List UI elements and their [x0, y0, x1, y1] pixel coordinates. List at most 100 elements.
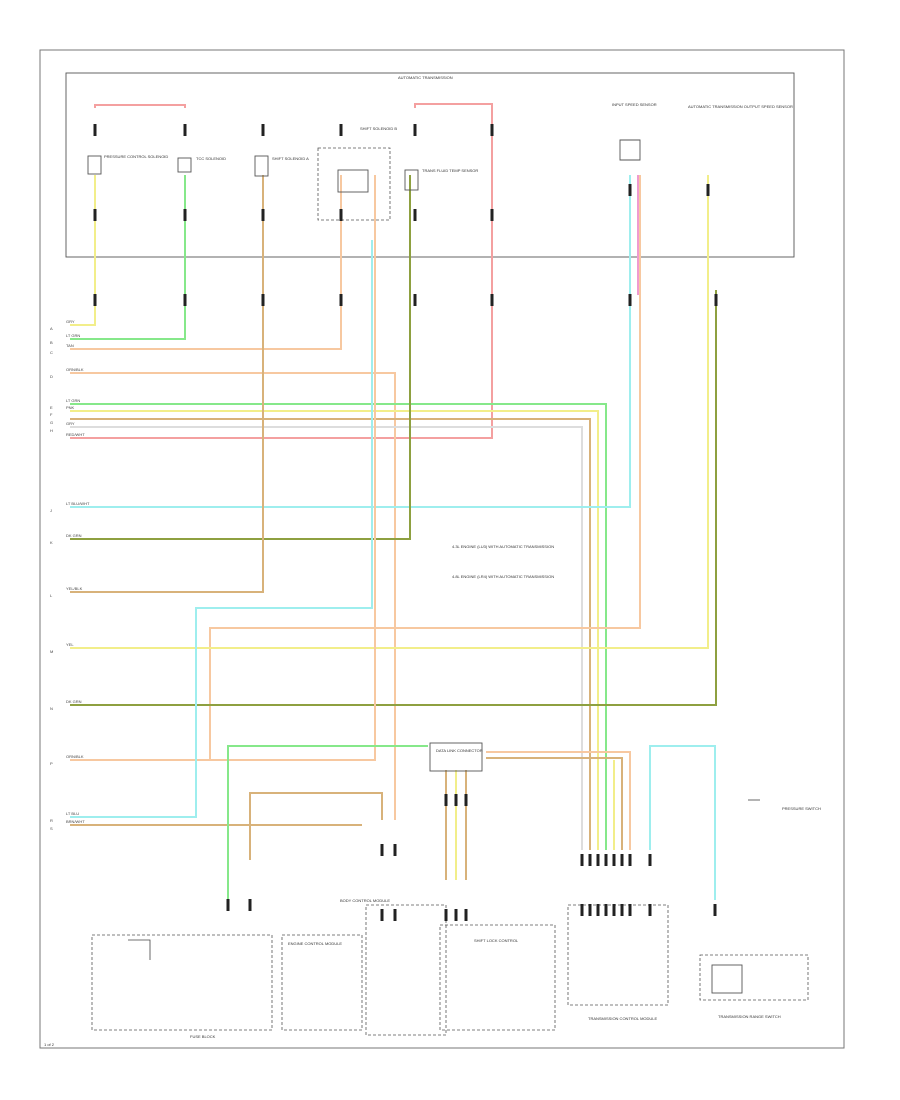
wire-connector: [596, 854, 600, 866]
wire-connector: [648, 904, 652, 916]
wire-connector: [454, 909, 458, 921]
wire-connector: [261, 209, 265, 221]
wire-ltgrn-1: [70, 175, 186, 340]
svg-text:FUSE BLOCK: FUSE BLOCK: [190, 1034, 216, 1039]
wire-label-w2: LT GRN: [66, 333, 80, 338]
wire-connector: [464, 794, 468, 806]
wire-connector: [490, 294, 494, 306]
wire-cyan-center: [70, 240, 373, 818]
wire-connector: [248, 899, 252, 911]
wire-label-w15: LT BLU: [66, 811, 79, 816]
wire-label-w6: PNK: [66, 405, 75, 410]
wire-label-w1: GRY: [66, 319, 75, 324]
wire-connector: [454, 794, 458, 806]
footer-code: 1 of 2: [44, 1042, 55, 1047]
svg-text:ENGINE CONTROL MODULE: ENGINE CONTROL MODULE: [288, 941, 342, 946]
wire-connector: [604, 904, 608, 916]
wire-connector: [261, 124, 265, 136]
wire-connector: [380, 909, 384, 921]
wire-connector: [93, 294, 97, 306]
pin-letter: N: [50, 706, 53, 711]
wire-connector: [612, 854, 616, 866]
wire-connector: [183, 294, 187, 306]
transmission-box: [65, 72, 795, 258]
wire-connector: [620, 854, 624, 866]
wire-dl-green: [227, 745, 428, 900]
wire-connector: [183, 124, 187, 136]
shift-lock: SHIFT LOCK CONTROL: [439, 924, 556, 1031]
pin-letter: B: [50, 340, 53, 345]
wire-connector: [490, 124, 494, 136]
wire-label-w8: RED/WHT: [66, 432, 85, 437]
wire-gry-1: [70, 175, 96, 326]
pin-letter: J: [50, 508, 52, 513]
svg-text:DATA LINK CONNECTOR: DATA LINK CONNECTOR: [436, 748, 483, 753]
wire-connector: [714, 294, 718, 306]
pin-letter: K: [50, 540, 53, 545]
pin-letter: E: [50, 405, 53, 410]
pin-letter: F: [50, 412, 53, 417]
svg-text:SHIFT SOLENOID B: SHIFT SOLENOID B: [360, 126, 397, 131]
pin-letter: C: [50, 350, 53, 355]
wire-label-w12: YEL: [66, 642, 74, 647]
wire-connector: [620, 904, 624, 916]
bcm-module: BODY CONTROL MODULE: [340, 898, 447, 1036]
diagram-frame: [39, 49, 845, 1049]
wire-connector: [580, 904, 584, 916]
wire-connector: [464, 909, 468, 921]
wire-orn-lower: [70, 175, 376, 761]
header-label: AUTOMATIC TRANSMISSION: [398, 75, 453, 80]
tcm-module: TRANSMISSION CONTROL MODULE: [567, 904, 669, 1021]
pin-letter: P: [50, 761, 53, 766]
wire-connector: [93, 209, 97, 221]
note-1: 4.3L ENGINE (LU3) WITH AUTOMATIC TRANSMI…: [452, 544, 554, 549]
tcc-solenoid: TCC SOLENOID: [177, 156, 226, 173]
pressure-switch: PRESSURE SWITCH: [748, 799, 821, 811]
wire-label-w3: TAN: [66, 343, 74, 348]
wire-label-w11: YEL/BLK: [66, 586, 83, 591]
wire-ltblu-wht: [70, 175, 631, 508]
connector-group: [93, 124, 718, 921]
pin-letter: R: [50, 818, 53, 823]
wire-connector: [628, 854, 632, 866]
svg-text:TRANSMISSION CONTROL MODULE: TRANSMISSION CONTROL MODULE: [588, 1016, 658, 1021]
wire-label-w9: LT BLU/WHT: [66, 501, 90, 506]
wire-ltgrn-bus: [70, 403, 607, 850]
wire-label-w16: BRN/WHT: [66, 819, 85, 824]
pin-letter: M: [50, 649, 53, 654]
note-2: 4.8L ENGINE (LR4) WITH AUTOMATIC TRANSMI…: [452, 574, 554, 579]
wire-tan-1: [70, 175, 342, 350]
wire-yel-bus: [70, 410, 599, 850]
wire-tan-bus: [70, 418, 591, 850]
wire-connector: [580, 854, 584, 866]
wire-connector: [444, 794, 448, 806]
svg-text:INPUT SPEED SENSOR: INPUT SPEED SENSOR: [612, 102, 657, 107]
wire-label-w10: DK GRN: [66, 533, 82, 538]
pin-letter: L: [50, 593, 53, 598]
tft-sensor: TRANS FLUID TEMP SENSOR: [404, 168, 478, 191]
wire-orn-blk: [70, 372, 396, 820]
wire-dkgrn-1: [70, 175, 411, 540]
fuse-box: FUSE BLOCK: [91, 934, 273, 1039]
wire-label-group: GRY LT GRN TAN ORN/BLK LT GRN PNK GRY RE…: [66, 319, 90, 824]
shift-solenoid-b: SHIFT SOLENOID B: [317, 126, 397, 221]
wire-connector: [612, 904, 616, 916]
shift-solenoid-a: SHIFT SOLENOID A: [254, 155, 309, 177]
wire-connector: [261, 294, 265, 306]
wire-connector: [604, 854, 608, 866]
svg-text:TRANS FLUID TEMP SENSOR: TRANS FLUID TEMP SENSOR: [422, 168, 478, 173]
pressure-control-solenoid: PRESSURE CONTROL SOLENOID: [87, 154, 168, 175]
wire-connector: [393, 844, 397, 856]
wire-connector: [628, 904, 632, 916]
wire-connector: [628, 184, 632, 196]
svg-text:TCC SOLENOID: TCC SOLENOID: [196, 156, 226, 161]
wire-connector: [588, 854, 592, 866]
wire-connector: [393, 909, 397, 921]
pin-letter: S: [50, 826, 53, 831]
wire-connector: [444, 909, 448, 921]
wire-connector: [588, 904, 592, 916]
svg-text:AUTOMATIC TRANSMISSION OUTPUT: AUTOMATIC TRANSMISSION OUTPUT SPEED SENS…: [688, 104, 793, 109]
wire-grey-bus: [70, 426, 583, 850]
